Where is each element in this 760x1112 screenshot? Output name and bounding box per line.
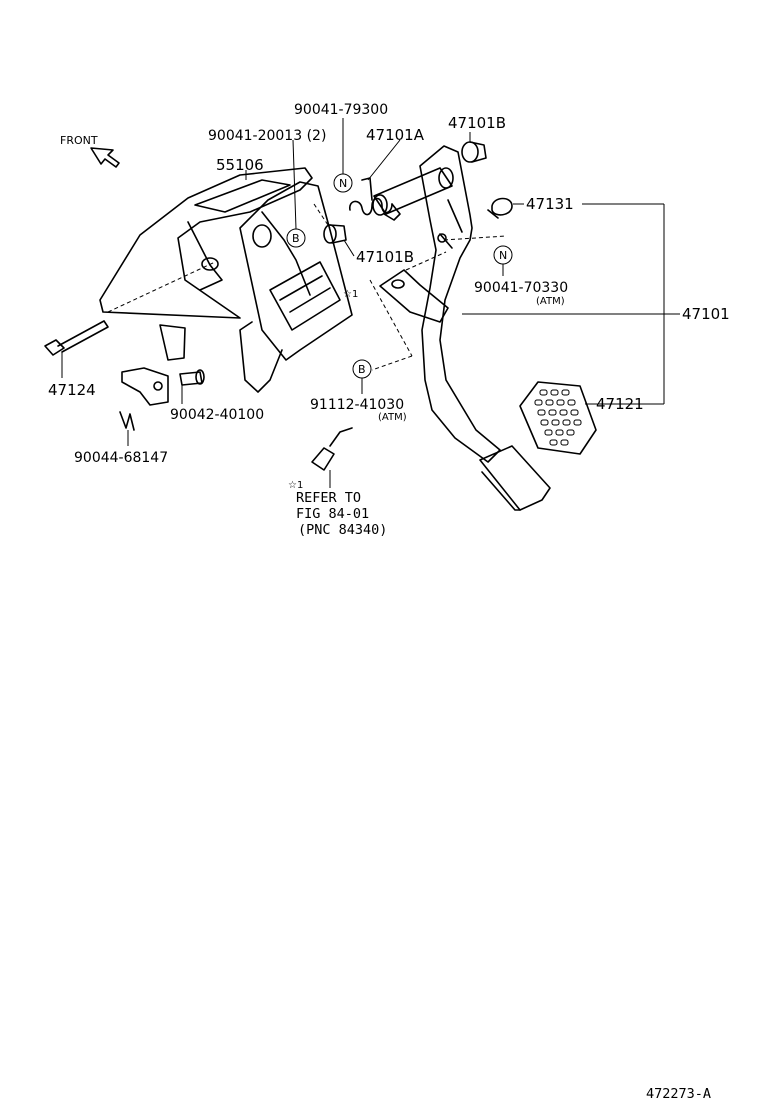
label-47101a: 47101A bbox=[366, 126, 425, 144]
svg-text:N: N bbox=[499, 249, 507, 262]
callout-n-2: N bbox=[493, 245, 513, 265]
stoplamp-plate bbox=[379, 269, 449, 323]
callout-b-2: B bbox=[352, 359, 372, 379]
label-47101: 47101 bbox=[682, 305, 730, 323]
label-90044-68147: 90044-68147 bbox=[74, 450, 168, 466]
star-mark-1: ☆1 bbox=[343, 289, 358, 300]
label-47124: 47124 bbox=[48, 381, 96, 399]
label-atm-1: (ATM) bbox=[536, 296, 565, 307]
label-90042-40100: 90042-40100 bbox=[170, 407, 264, 423]
callout-b-1: B bbox=[286, 228, 306, 248]
front-arrow-icon bbox=[90, 147, 120, 168]
clip-90044-68147 bbox=[119, 411, 135, 431]
label-91112-41030: 91112-41030 bbox=[310, 397, 404, 413]
label-90041-20013: 90041-20013 (2) bbox=[208, 128, 326, 144]
label-47131: 47131 bbox=[526, 195, 574, 213]
figure-id: 472273-A bbox=[646, 1086, 711, 1102]
callout-n-1: N bbox=[333, 173, 353, 193]
clevis-90042-40100 bbox=[121, 367, 205, 406]
label-atm-2: (ATM) bbox=[378, 412, 407, 423]
stopper-cushion-47131 bbox=[487, 197, 513, 219]
bushing-47101b-top bbox=[461, 141, 487, 163]
refer-note-line3: (PNC 84340) bbox=[298, 522, 387, 538]
label-47121: 47121 bbox=[596, 395, 644, 413]
front-label: FRONT bbox=[60, 134, 98, 147]
label-47101b-top: 47101B bbox=[448, 114, 506, 132]
svg-text:N: N bbox=[339, 177, 347, 190]
svg-text:B: B bbox=[358, 363, 366, 376]
leader-lines bbox=[61, 118, 680, 446]
pedal-shaft bbox=[372, 167, 454, 216]
pedal-bracket-55106 bbox=[99, 167, 353, 393]
label-55106: 55106 bbox=[216, 156, 264, 174]
pedal-pad-47121 bbox=[519, 381, 597, 455]
label-90041-70330: 90041-70330 bbox=[474, 280, 568, 296]
refer-note-line2: FIG 84-01 bbox=[296, 506, 369, 522]
label-90041-79300: 90041-79300 bbox=[294, 102, 388, 118]
stoplamp-switch bbox=[311, 427, 353, 488]
label-47101b-mid: 47101B bbox=[356, 248, 414, 266]
brake-pedal-arm-47101 bbox=[419, 145, 551, 511]
bolt-47124 bbox=[44, 320, 109, 356]
refer-note-line1: REFER TO bbox=[296, 490, 361, 506]
bushing-47101b-mid bbox=[323, 224, 347, 244]
star-mark-2: ☆1 bbox=[288, 480, 303, 491]
svg-text:B: B bbox=[292, 232, 300, 245]
